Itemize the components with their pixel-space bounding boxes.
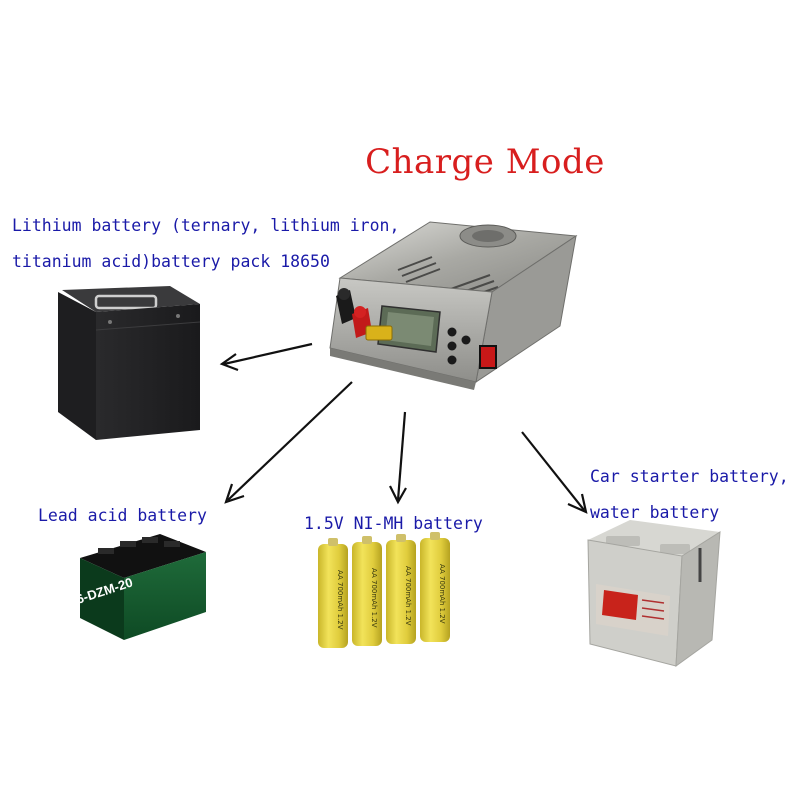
nimh-cell: AA 700mAh 1.2V	[420, 532, 450, 642]
nimh-cells: AA 700mAh 1.2V AA 700mAh 1.2V AA 700mAh …	[318, 532, 450, 648]
lithium-battery-caption: Lithium battery (ternary, lithium iron, …	[12, 208, 399, 280]
nimh-cell: AA 700mAh 1.2V	[318, 538, 348, 648]
arrow-to-lithium	[219, 342, 313, 372]
lithium-battery-pack	[58, 286, 201, 440]
svg-text:AA 700mAh 1.2V: AA 700mAh 1.2V	[438, 564, 446, 624]
lead-acid-caption: Lead acid battery	[38, 506, 207, 525]
lithium-caption-line-2: titanium acid)battery pack 18650	[12, 252, 330, 271]
charger-device	[329, 221, 578, 390]
lead-acid-battery: 6-DZM-20	[74, 534, 206, 640]
arrow-to-lead-acid	[224, 381, 353, 504]
arrow-to-car-battery	[521, 431, 588, 514]
arrow-to-nimh	[389, 411, 407, 505]
car-starter-battery	[587, 520, 721, 668]
diagram-title: Charge Mode	[365, 142, 605, 182]
nimh-cell: AA 700mAh 1.2V	[386, 534, 416, 644]
car-caption-line-2: water battery	[590, 503, 720, 522]
svg-text:AA 700mAh 1.2V: AA 700mAh 1.2V	[336, 570, 344, 630]
nimh-caption: 1.5V NI-MH battery	[304, 514, 483, 533]
car-battery-caption: Car starter battery, water battery	[590, 459, 789, 531]
svg-text:AA 700mAh 1.2V: AA 700mAh 1.2V	[404, 566, 412, 626]
arrows	[219, 342, 588, 514]
car-caption-line-1: Car starter battery,	[590, 467, 789, 486]
nimh-cell: AA 700mAh 1.2V	[352, 536, 382, 646]
lithium-caption-line-1: Lithium battery (ternary, lithium iron,	[12, 216, 400, 235]
svg-text:AA 700mAh 1.2V: AA 700mAh 1.2V	[370, 568, 378, 628]
